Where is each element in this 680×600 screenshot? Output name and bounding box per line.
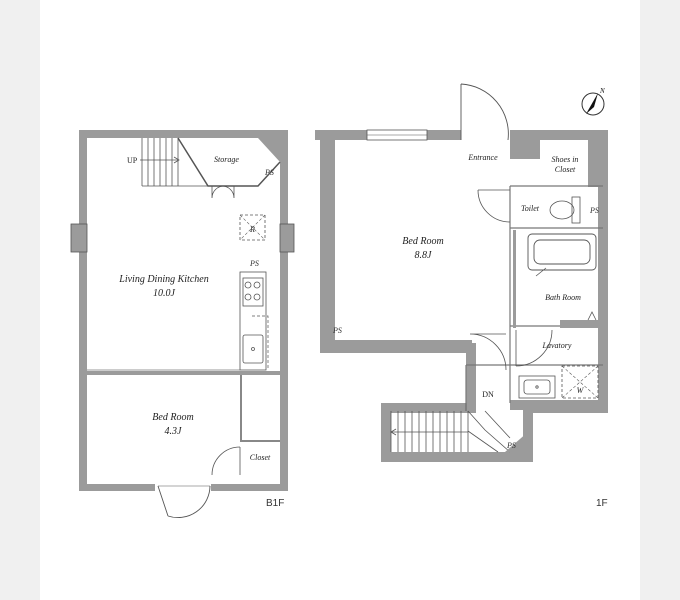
b1f-bedroom-size-label: 4.3J xyxy=(165,426,183,437)
1f-bedroom-size-label: 8.8J xyxy=(415,250,433,261)
washbasin-icon xyxy=(518,375,556,399)
ldk-size-label: 10.0J xyxy=(153,288,176,299)
1f-wall-entrance-top xyxy=(510,135,540,159)
stove-icon xyxy=(242,277,264,307)
1f-entrance-door xyxy=(460,83,509,141)
toilet-icon xyxy=(549,196,581,224)
1f-bathroom-label: Bath Room xyxy=(545,293,581,302)
1f-entrance-label: Entrance xyxy=(467,153,498,162)
fridge-box xyxy=(239,214,266,241)
b1f-stairs-up-label: UP xyxy=(127,156,138,165)
1f-shoes-closet-label-2: Closet xyxy=(555,165,576,174)
compass-north-label: N xyxy=(599,87,605,95)
1f-ps-label-2: PS xyxy=(332,326,342,335)
right-margin-panel xyxy=(640,0,680,600)
b1f-wall-ldk-bedroom xyxy=(87,371,280,375)
1f-washer-label: W xyxy=(577,386,585,395)
ldk-name-label: Living Dining Kitchen xyxy=(118,274,208,285)
1f-bedroom-door xyxy=(469,333,507,371)
floor-1f: N Entrance Shoes in Closet Toilet PS Bed… xyxy=(315,83,608,509)
b1f-storage-label: Storage xyxy=(214,155,239,164)
left-margin-panel xyxy=(0,0,40,600)
1f-lavatory-door xyxy=(515,329,553,367)
b1f-floor-label: B1F xyxy=(266,498,284,509)
b1f-storage-wall xyxy=(177,137,281,187)
b1f-closet-door xyxy=(211,446,241,476)
b1f-window-left xyxy=(70,223,88,253)
1f-toilet-door xyxy=(477,189,511,223)
bathtub-icon xyxy=(527,233,597,271)
1f-shoes-closet-label-1: Shoes in xyxy=(552,155,579,164)
1f-ps-label-3: PS xyxy=(506,441,516,450)
fridge-label: R xyxy=(249,225,255,234)
1f-bedroom-name-label: Bed Room xyxy=(402,236,443,247)
1f-toilet-label: Toilet xyxy=(521,204,540,213)
b1f-entry-door xyxy=(155,482,211,519)
floor-b1f: UP Storage PS R PS Living Dining Kitchen… xyxy=(70,130,295,519)
b1f-wall-closet xyxy=(240,375,242,440)
1f-stairs xyxy=(390,403,511,453)
1f-wall-stairs-top xyxy=(381,403,471,411)
1f-floor-label: 1F xyxy=(596,498,608,509)
1f-stairs-down-label: DN xyxy=(482,390,494,399)
1f-ps-label-1: PS xyxy=(589,206,599,215)
washer-box xyxy=(561,365,599,399)
kitchen-counter xyxy=(239,271,267,371)
1f-wall-shoes xyxy=(588,135,603,187)
b1f-ps-label-2: PS xyxy=(249,259,259,268)
b1f-window-right xyxy=(279,223,295,253)
b1f-ps-label-1: PS xyxy=(264,168,274,177)
b1f-bedroom-name-label: Bed Room xyxy=(152,412,193,423)
b1f-wall-closet-top xyxy=(240,440,280,442)
b1f-stairs xyxy=(140,138,208,187)
b1f-closet-label: Closet xyxy=(250,453,271,462)
1f-wall-lower-right xyxy=(510,400,603,410)
sink-icon xyxy=(242,334,264,364)
1f-wall-bedroom-bottom xyxy=(320,340,472,353)
1f-wall-bedroom-left xyxy=(320,135,335,353)
1f-lavatory-label: Lavatory xyxy=(542,341,572,350)
b1f-storage-door xyxy=(211,185,235,199)
north-compass-icon: N xyxy=(581,87,605,116)
b1f-walls xyxy=(79,130,288,491)
b1f-corner-wedge xyxy=(258,138,280,162)
1f-partitions xyxy=(465,185,603,403)
